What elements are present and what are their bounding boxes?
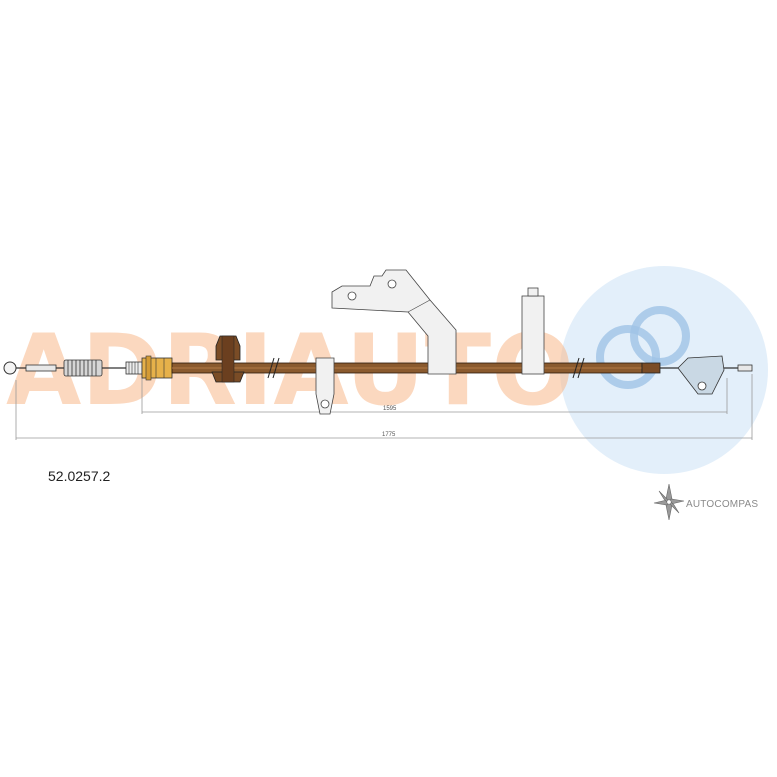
tab-bracket xyxy=(315,357,335,415)
overall-length-label: 1775 xyxy=(382,432,396,438)
part-number: 52.0257.2 xyxy=(48,468,111,484)
inner-length-label: 1595 xyxy=(383,406,397,412)
break-marks xyxy=(267,357,585,379)
brand-logo: AUTOCOMPAS xyxy=(652,482,777,522)
left-ball-terminal xyxy=(3,361,64,375)
brand-name: AUTOCOMPAS xyxy=(686,499,759,510)
mounting-bracket xyxy=(331,269,457,375)
grommet-clip xyxy=(211,335,245,383)
dimension-lines xyxy=(15,372,753,440)
right-boot xyxy=(641,362,661,374)
right-terminal xyxy=(737,364,753,372)
watermark-circles xyxy=(560,266,768,474)
threaded-fitting xyxy=(125,355,173,381)
watermark-circle xyxy=(560,266,768,474)
compass-star-icon xyxy=(653,483,685,521)
right-end-fitting xyxy=(677,355,725,395)
vertical-tab-bracket xyxy=(521,287,545,375)
cable-sheath xyxy=(171,362,643,374)
left-boot xyxy=(63,359,128,377)
